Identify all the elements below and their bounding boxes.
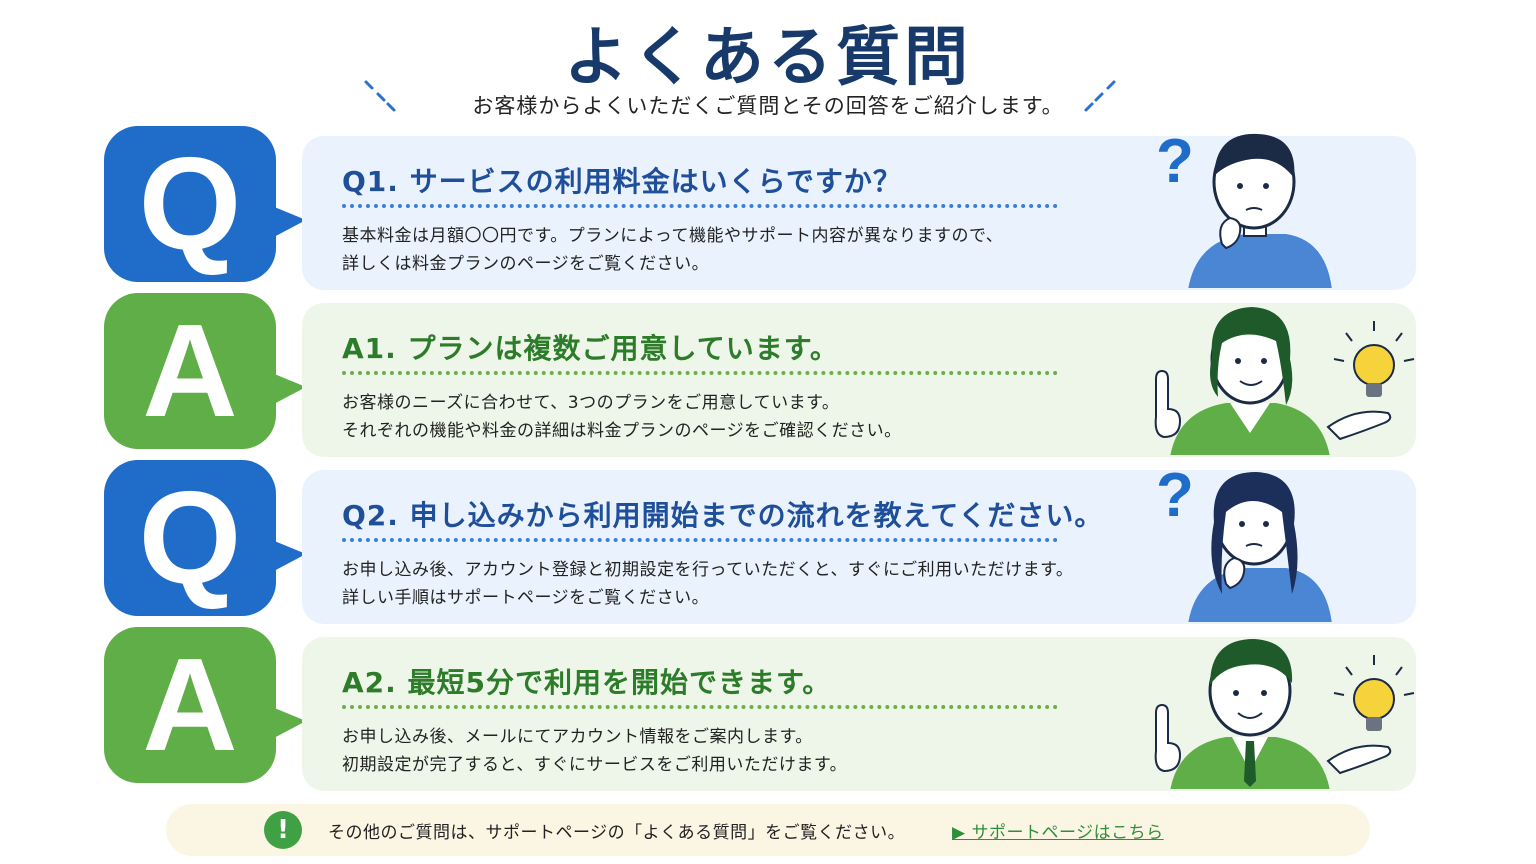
question-badge: Q [104,460,306,616]
faq-body: 基本料金は月額〇〇円です。プランによって機能やサポート内容が異なりますので、 詳… [342,222,1003,278]
faq-body: お申し込み後、アカウント登録と初期設定を行っていただくと、すぐにご利用いただけま… [342,556,1073,612]
exclamation-icon: ! [264,811,302,849]
faq-item-a1: A A1. プランは複数ご用意しています。 お客様のニーズに合わせて、3つのプラ… [104,293,1416,457]
notice-text: その他のご質問は、サポートページの「よくある質問」をご覧ください。 [328,823,906,843]
faq-item-a2: A A2. 最短5分で利用を開始できます。 お申し込み後、メールにてアカウント情… [104,627,1416,791]
support-notice: ! その他のご質問は、サポートページの「よくある質問」をご覧ください。 ▶ サポ… [166,804,1370,856]
faq-body-line: 初期設定が完了すると、すぐにサービスをご利用いただけます。 [342,755,848,775]
faq-body-line: 基本料金は月額〇〇円です。プランによって機能やサポート内容が異なりますので、 [342,226,1004,246]
question-badge: Q [104,126,306,282]
lightbulb-icon [1333,321,1415,397]
page-subtitle: お客様からよくいただくご質問とその回答をご紹介します。 [472,94,1064,118]
question-mark-icon: ? [1156,127,1194,196]
faq-body-line: お申し込み後、メールにてアカウント情報をご案内します。 [342,727,813,747]
faq-body-line: お客様のニーズに合わせて、3つのプランをご用意しています。 [342,393,840,413]
deco-dash-right-icon [1084,80,1116,112]
dotted-divider [342,204,1058,208]
dotted-divider [342,538,1058,542]
faq-heading: Q2. 申し込みから利用開始までの流れを教えてください。 [342,499,1104,532]
thinking-woman-illustration: ? [1156,461,1332,622]
page-title: よくある質問 [564,21,972,95]
question-mark-icon: ? [1156,461,1194,530]
answer-badge: A [104,293,306,449]
pointing-man-illustration [1154,639,1415,789]
faq-item-q1: Q Q1. サービスの利用料金はいくらですか？ 基本料金は月額〇〇円です。プラン… [104,126,1416,290]
faq-body: お客様のニーズに合わせて、3つのプランをご用意しています。 それぞれの機能や料金… [342,389,902,445]
faq-body-line: それぞれの機能や料金の詳細は料金プランのページをご確認ください。 [342,421,902,441]
answer-badge: A [104,627,306,783]
lightbulb-icon [1333,655,1415,731]
faq-body-line: お申し込み後、アカウント登録と初期設定を行っていただくと、すぐにご利用いただけま… [342,560,1074,580]
faq-body-line: 詳しくは料金プランのページをご覧ください。 [342,254,710,274]
thinking-man-illustration: ? [1156,127,1332,288]
faq-body: お申し込み後、メールにてアカウント情報をご案内します。 初期設定が完了すると、す… [342,723,847,779]
faq-body-line: 詳しい手順はサポートページをご覧ください。 [342,588,710,608]
pointing-woman-illustration [1154,307,1415,455]
support-page-link[interactable]: ▶ サポートページはこちら [952,823,1164,843]
dotted-divider [342,371,1058,375]
faq-item-q2: Q Q2. 申し込みから利用開始までの流れを教えてください。 お申し込み後、アカ… [104,460,1416,624]
deco-dash-left-icon [364,80,396,112]
dotted-divider [342,705,1058,709]
faq-heading: A1. プランは複数ご用意しています。 [342,332,839,365]
faq-heading: A2. 最短5分で利用を開始できます。 [342,666,832,699]
faq-heading: Q1. サービスの利用料金はいくらですか？ [342,165,902,198]
